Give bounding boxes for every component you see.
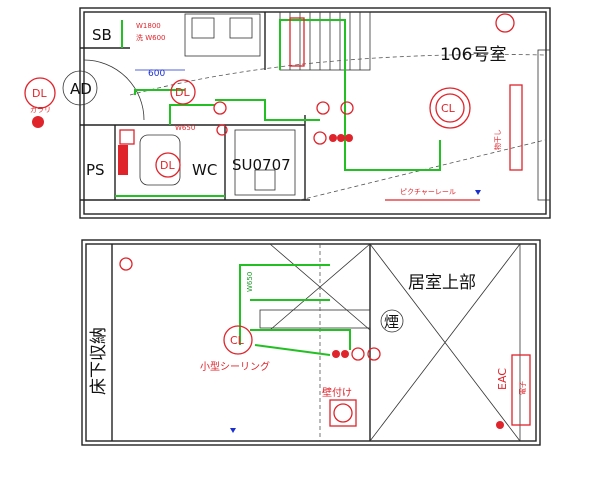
dl-top-sub: ガラリ [30,105,51,114]
entry-door-swing [83,59,145,121]
chimney-circle [380,309,404,333]
outlet-symbol [332,350,340,358]
right-window [537,49,551,201]
sink [191,17,215,39]
elec-fixture-label: 電子 [519,381,527,395]
dl-top-label: DL [32,87,47,100]
switch-symbol [316,101,330,115]
su-label: SU0707 [232,156,291,174]
marker-arrow [475,190,481,195]
switch-symbol [213,101,227,115]
picture-rail-label: ピクチャーレール [400,188,456,196]
marker-arrow [230,428,236,433]
lower-plan: 居室上部 床下収納 煙 CL 小型シーリング 壁付け EAC 電子 [81,239,541,446]
sb-label: SB [92,26,112,44]
loft-label: 居室上部 [408,273,476,293]
beam [259,309,371,329]
outlet-symbol [496,421,504,429]
cl-room-label: CL [441,102,456,115]
ad-circle [62,70,98,106]
outlet-symbol [345,134,353,142]
aircon-unit [511,354,531,426]
wall-mounted-label: 壁付け [322,386,352,399]
downlight-symbol [24,77,56,109]
drying-rail-label: 物干し [493,129,502,150]
ps-label: PS [86,161,105,179]
ceiling-light-inner [435,93,465,123]
note-kitchen: 洗 W600 [136,33,166,42]
downlight-symbol [155,152,181,178]
lower-inner-wall [85,243,537,442]
fan-symbol [119,129,135,145]
chimney-label: 煙 [384,313,399,331]
switch-symbol [367,347,381,361]
room-label: 106号室 [440,45,506,65]
upper-fixtures: DL ガラリ DL DL CL W1800 洗 W600 W650 [24,13,523,201]
wc-fan-symbol [118,145,128,175]
lower-outer-wall [81,239,541,446]
outlet-symbol [495,13,515,33]
ceiling-line [129,54,546,96]
wc-label: WC [192,161,217,179]
lower-light-circuits [239,264,351,356]
switch-symbol [216,124,228,136]
dimension-w600: 600 [148,69,165,79]
void-cross-2 [369,243,521,442]
drying-rail [509,84,523,171]
lower-fixtures: CL 小型シーリング 壁付け EAC 電子 [119,257,531,429]
outlet-symbol [341,350,349,358]
note-top: W1800 [136,22,161,30]
ceiling-light-symbol [223,325,253,355]
kitchen-counter [184,13,261,57]
upper-plan: SB AD PS WC SU0707 106号室 DL ガラリ DL DL [24,7,551,219]
switch-symbol [340,101,354,115]
cl-small-label: CL [230,334,245,347]
upper-inner-wall [83,11,547,215]
switch-symbol [313,131,327,145]
small-ceiling-label: 小型シーリング [200,360,270,373]
eac-label: EAC [496,368,509,390]
toilet [139,134,181,186]
outlet-symbol [119,257,133,271]
w650-lower: W650 [246,272,254,292]
upper-light-circuits [115,19,441,197]
dl-mid-label: DL [175,86,190,99]
floor-storage-label: 床下収納 [89,327,109,395]
ceiling-light-symbol [429,87,471,129]
exhaust-symbol [32,116,44,128]
stove [229,17,253,39]
note-w650: W650 [175,124,195,132]
range-hood [289,17,305,67]
outlet-symbol [337,134,345,142]
fan-blade [333,403,353,423]
unit-bath [234,129,296,196]
bath-drain [254,169,276,191]
fan-symbol [329,399,357,427]
dl-wc-label: DL [160,159,175,172]
outlet-symbol [329,134,337,142]
ad-label: AD [70,80,92,98]
downlight-symbol [170,79,196,105]
switch-symbol [351,347,365,361]
